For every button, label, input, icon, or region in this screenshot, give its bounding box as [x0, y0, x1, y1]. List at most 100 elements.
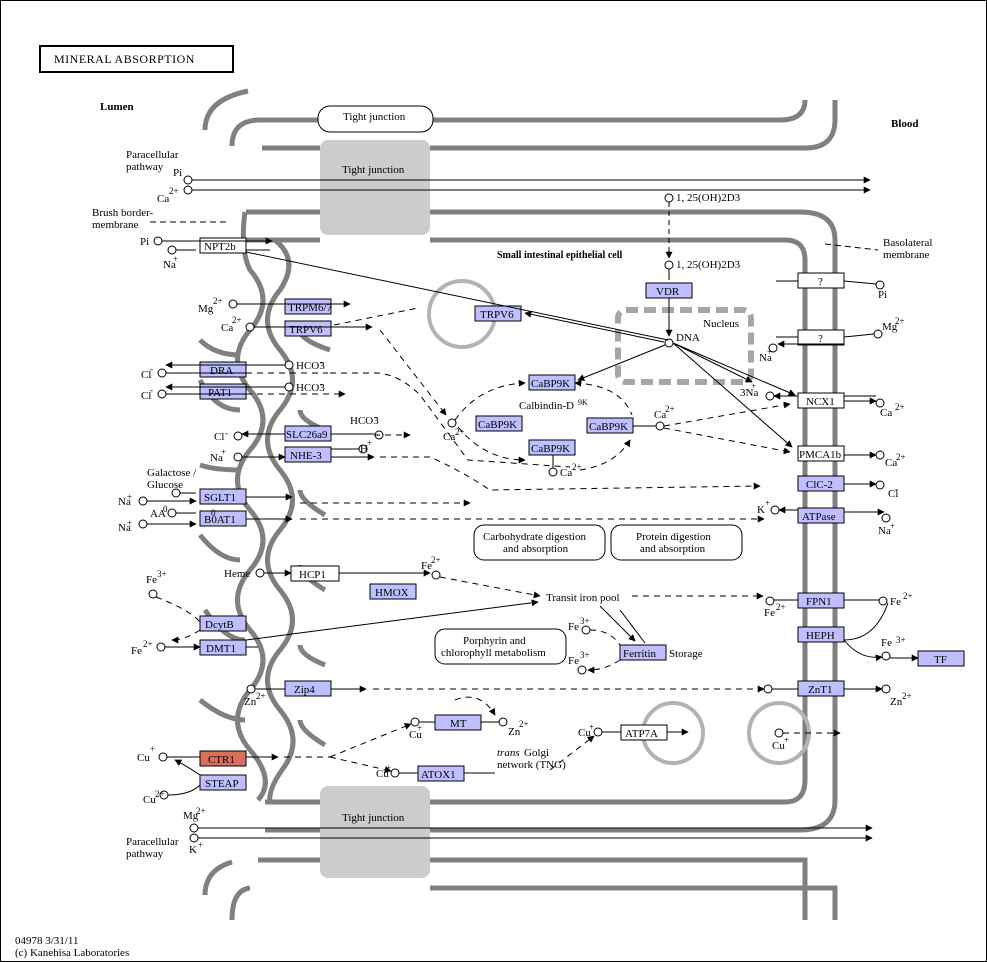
ca-top-charge: 2+ — [169, 186, 179, 196]
gene-pat1[interactable] — [199, 383, 247, 400]
zn-right-label: Zn — [890, 696, 903, 708]
svg-text:+: + — [751, 381, 756, 391]
fe3-ferritin-label: Fe — [568, 621, 579, 633]
svg-text:2+: 2+ — [455, 427, 465, 437]
gene-cabp9k-left[interactable] — [475, 415, 523, 432]
ca-ncx-label: Ca — [880, 407, 892, 419]
footer-id: 04978 3/31/11 — [15, 935, 78, 947]
svg-text:3+: 3+ — [580, 616, 590, 626]
gene-pmca1b[interactable] — [797, 445, 845, 462]
gene-hmox[interactable] — [369, 583, 417, 600]
na3-ncx-label: 3Na — [740, 387, 758, 399]
ca-trpv-label: Ca — [221, 322, 233, 334]
svg-text:+: + — [386, 763, 391, 773]
gene-dcytb-label: DcytB — [205, 619, 234, 631]
map-carbohydrate-digestion[interactable] — [473, 524, 606, 561]
gene-pat1-label: PAT1 — [208, 387, 232, 399]
svg-text:2+: 2+ — [665, 404, 675, 414]
svg-text:2+: 2+ — [896, 452, 906, 462]
tight-junction-bottom[interactable] — [320, 786, 430, 878]
gene-unknown-2-label: ? — [818, 333, 823, 345]
basolateral-label-2: membrane — [883, 249, 930, 261]
gene-tf-label: TF — [934, 654, 947, 666]
svg-text:+: + — [767, 347, 772, 357]
brush-border-inner — [265, 238, 296, 803]
gene-trpv6-apical[interactable] — [284, 320, 332, 337]
gene-unknown-1-label: ? — [818, 276, 823, 288]
gene-steap[interactable] — [199, 774, 247, 791]
vitd-mid-label: 1, 25(OH)2D3 — [676, 259, 741, 271]
gene-b0at1-label: B0AT1 — [204, 514, 236, 526]
fe2-left-label: Fe — [131, 645, 142, 657]
calbindin-label: Calbindin-D — [519, 400, 574, 412]
tight-junction-label-box — [317, 105, 434, 133]
charge-superscripts: + 2+ 2+ - - - - - - + + + 0 + 9K 2+ 2+ 2… — [127, 254, 913, 850]
mg-right-label: Mg — [882, 321, 898, 333]
gene-npt2b-label: NPT2b — [204, 241, 236, 253]
tight-junction-top-box-label: Tight junction — [342, 164, 405, 176]
map-porph-line1: Porphyrin and — [463, 635, 526, 647]
svg-text:-: - — [150, 364, 153, 374]
gene-trpm67-label: TRPM6/7 — [288, 302, 333, 314]
gene-npt2b[interactable] — [199, 237, 247, 254]
fe2-ferritin-label: Fe — [568, 655, 579, 667]
cu-left-label: Cu — [137, 752, 150, 764]
hco3-pat-label: HCO3 — [296, 382, 325, 394]
gene-pmca1b-label: PMCA1b — [799, 449, 842, 461]
cell-label: Small intestinal epithelial cell — [497, 250, 622, 261]
golgi-network-label: network (TNG) — [497, 759, 566, 771]
pi-right-label: Pi — [878, 289, 887, 301]
golgi-trans-label: trans — [497, 747, 520, 759]
na-atpase-label: Na — [878, 525, 891, 537]
fe3-out-label: Fe — [881, 637, 892, 649]
gene-ctr1[interactable] — [199, 750, 247, 767]
cl-dra-label: Cl — [141, 369, 151, 381]
map-porphyrin-metabolism[interactable] — [434, 628, 567, 665]
svg-text:+: + — [127, 518, 132, 528]
gene-vdr-label: VDR — [656, 286, 680, 298]
gene-atpase[interactable] — [797, 507, 845, 524]
gene-znt1-label: ZnT1 — [808, 684, 832, 696]
gene-hmox-label: HMOX — [375, 587, 409, 599]
na-b0-label: Na — [118, 522, 131, 534]
svg-text:-: - — [320, 379, 323, 389]
svg-text:2+: 2+ — [776, 602, 786, 612]
cu-right-label: Cu — [772, 740, 785, 752]
gene-zip4-label: Zip4 — [294, 684, 315, 696]
gene-atp7a-label: ATP7A — [625, 728, 658, 740]
map-protein-digestion[interactable] — [610, 524, 743, 561]
gene-trpv6-apical-label: TRPV6 — [289, 324, 323, 336]
gene-ferritin[interactable] — [619, 644, 667, 661]
svg-text:-: - — [225, 428, 228, 438]
svg-text:2+: 2+ — [232, 315, 242, 325]
gene-dcytb[interactable] — [199, 615, 247, 632]
brush-border-label-1: Brush border- — [92, 207, 154, 219]
gene-cabp9k-bottom[interactable] — [528, 439, 576, 456]
svg-text:+: + — [221, 447, 226, 457]
gene-dmt1-label: DMT1 — [206, 643, 236, 655]
svg-text:0: 0 — [211, 508, 216, 518]
brush-border-folds — [197, 338, 246, 723]
svg-text:+: + — [173, 254, 178, 264]
tight-junction-top[interactable] — [320, 140, 430, 235]
gene-trpv6-cell[interactable] — [474, 305, 522, 322]
paracellular-top-label-2: pathway — [126, 161, 164, 173]
gene-ferritin-label: Ferritin — [623, 648, 656, 660]
map-carb-line2: and absorption — [503, 543, 569, 555]
svg-text:2+: 2+ — [431, 555, 441, 565]
gene-heph[interactable] — [797, 626, 845, 643]
galactose-label-1: Galactose / — [147, 467, 197, 479]
svg-text:+: + — [417, 723, 422, 733]
brush-border-label-2: membrane — [92, 219, 139, 231]
svg-text:+: + — [589, 722, 594, 732]
na-npt-label: Na — [163, 259, 176, 271]
svg-text:2+: 2+ — [902, 691, 912, 701]
svg-text:2+: 2+ — [143, 639, 153, 649]
na-nhe-label: Na — [210, 452, 223, 464]
svg-text:+: + — [198, 840, 203, 850]
gene-trpm67[interactable] — [284, 298, 332, 315]
gene-boxes: NPT2b TRPM6/7 TRPV6 TRPV6 DRA PAT1 SLC26… — [199, 237, 965, 791]
svg-text:3+: 3+ — [896, 635, 906, 645]
hco3-slc-label: HCO3 — [350, 415, 379, 427]
heme-label: Heme — [224, 568, 250, 580]
